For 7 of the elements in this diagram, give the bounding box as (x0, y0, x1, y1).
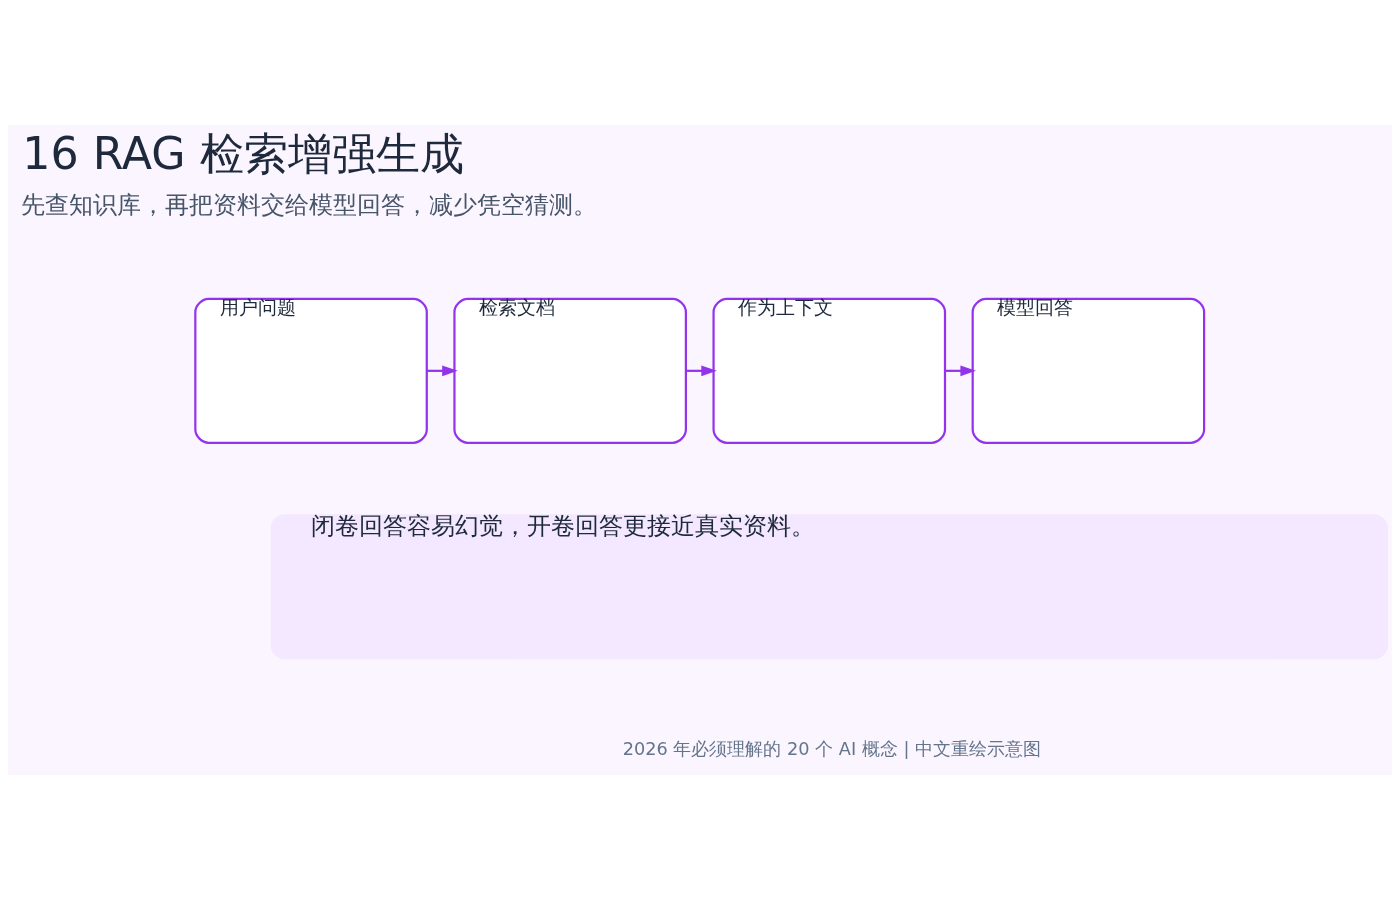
node-box: 作为上下文 (712, 297, 947, 444)
label: 先查知识库，再把资料交给模型回答，减少凭空猜测。 (21, 190, 598, 220)
label: 2026 年必须理解的 20 个 AI 概念 | 中文重绘示意图 (622, 738, 1042, 759)
node-box: 检索文档 (453, 297, 687, 444)
diagram-title: 16 RAG 检索增强生成 (22, 128, 464, 180)
node-box: 用户问题 (194, 297, 428, 444)
node-box: 模型回答 (971, 297, 1206, 444)
